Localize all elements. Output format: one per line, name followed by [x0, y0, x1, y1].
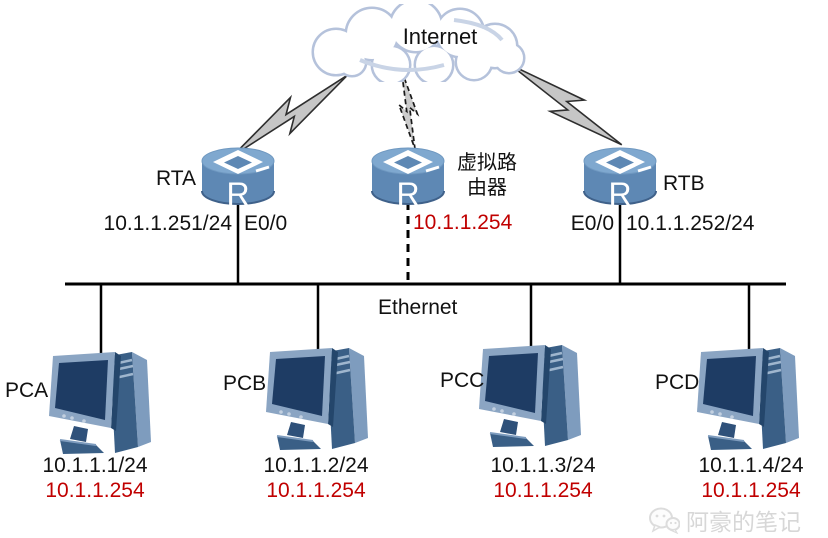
rta-ip: 10.1.1.251/24: [103, 212, 232, 235]
pc-gateway: 10.1.1.254: [701, 479, 801, 502]
virtual-router-ip: 10.1.1.254: [413, 211, 513, 234]
pc-ip: 10.1.1.2/24: [263, 454, 369, 477]
router-letter-rta: R: [226, 176, 249, 212]
pc-addresses-pcd: 10.1.1.4/24 10.1.1.254: [671, 453, 828, 503]
pc-monitor: [697, 348, 769, 450]
pc-addresses-pca: 10.1.1.1/24 10.1.1.254: [15, 453, 175, 503]
wan-link-icon-rtb: [509, 64, 623, 146]
internet-label: Internet: [402, 24, 478, 49]
pc-monitor: [49, 352, 121, 454]
router-letter-rtb: R: [608, 176, 631, 212]
pc-name-pcc: PCC: [440, 369, 485, 392]
pc-ip: 10.1.1.1/24: [42, 454, 148, 477]
router-name-rtb: RTB: [663, 172, 705, 195]
rtb-interface: E0/0: [570, 212, 614, 235]
pc-ip: 10.1.1.4/24: [698, 454, 804, 477]
pc-monitor: [479, 345, 551, 447]
router-name-virtual: 虚拟路由器: [457, 152, 517, 199]
router-icon-virtual: R: [371, 147, 445, 212]
wechat-icon: [649, 507, 680, 534]
pc-monitor: [266, 348, 338, 450]
router-icon-rtb: R: [583, 147, 657, 212]
pc-icon-pcb: [266, 348, 368, 450]
rta-interface: E0/0: [244, 212, 288, 235]
pc-name-pcb: PCB: [223, 372, 267, 395]
pc-name-pca: PCA: [5, 379, 49, 402]
pc-addresses-pcc: 10.1.1.3/24 10.1.1.254: [463, 453, 623, 503]
rtb-ip: 10.1.1.252/24: [626, 212, 755, 235]
pc-addresses-pcb: 10.1.1.2/24 10.1.1.254: [236, 453, 396, 503]
pc-icon-pcd: [697, 348, 799, 450]
pc-icon-pca: [49, 352, 151, 454]
pc-name-pcd: PCD: [655, 371, 700, 394]
watermark: 阿豪的笔记: [648, 503, 801, 537]
pc-gateway: 10.1.1.254: [266, 479, 366, 502]
watermark-text: 阿豪的笔记: [686, 509, 801, 535]
router-letter-virtual: R: [396, 176, 419, 212]
pc-icon-pcc: [479, 345, 581, 447]
pc-gateway: 10.1.1.254: [493, 479, 593, 502]
pc-gateway: 10.1.1.254: [45, 479, 145, 502]
pc-ip: 10.1.1.3/24: [490, 454, 596, 477]
router-icon-rta: R: [201, 147, 275, 212]
ethernet-label: Ethernet: [378, 296, 458, 319]
internet-cloud: [311, 4, 526, 82]
router-name-rta: RTA: [155, 167, 196, 190]
